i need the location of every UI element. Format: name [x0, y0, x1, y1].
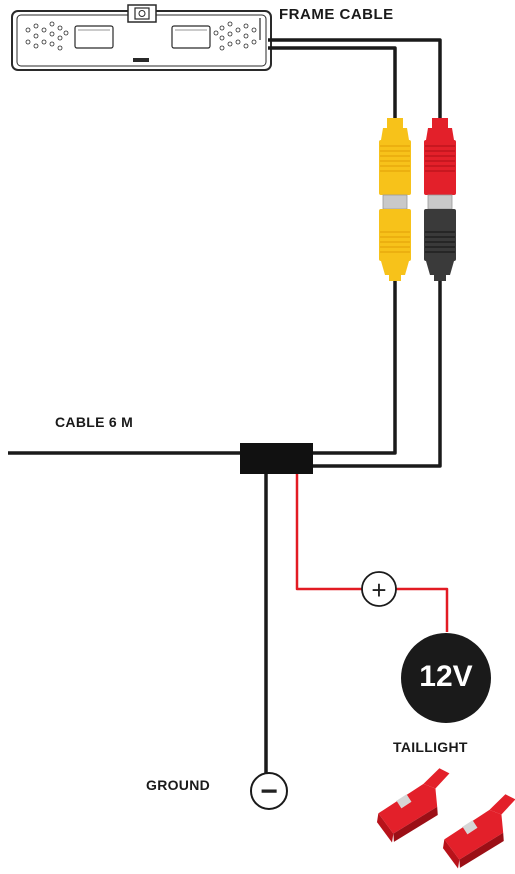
license-plate-camera-icon [11, 4, 272, 71]
rca-connector-yellow-icon [379, 118, 411, 281]
positive-symbol: + [371, 575, 387, 605]
rca-connector-red-icon [424, 118, 456, 281]
plus-circle-icon [361, 571, 397, 607]
negative-symbol: − [260, 775, 278, 808]
ground-label: GROUND [146, 777, 211, 793]
positive-wire-red [295, 474, 449, 632]
frame-cable-wire [268, 38, 442, 123]
minus-circle-icon [250, 772, 288, 810]
connector-to-junction-wires [312, 281, 442, 468]
taillight-12v-circle [401, 633, 491, 723]
voltage-label: 12V [419, 660, 473, 693]
wire-tap-clip-icon [376, 768, 515, 869]
taillight-label: TAILLIGHT [393, 739, 468, 755]
frame-cable-label: FRAME CABLE [279, 6, 394, 23]
junction-box [240, 443, 313, 474]
cable-length-label: CABLE 6 M [55, 414, 134, 430]
